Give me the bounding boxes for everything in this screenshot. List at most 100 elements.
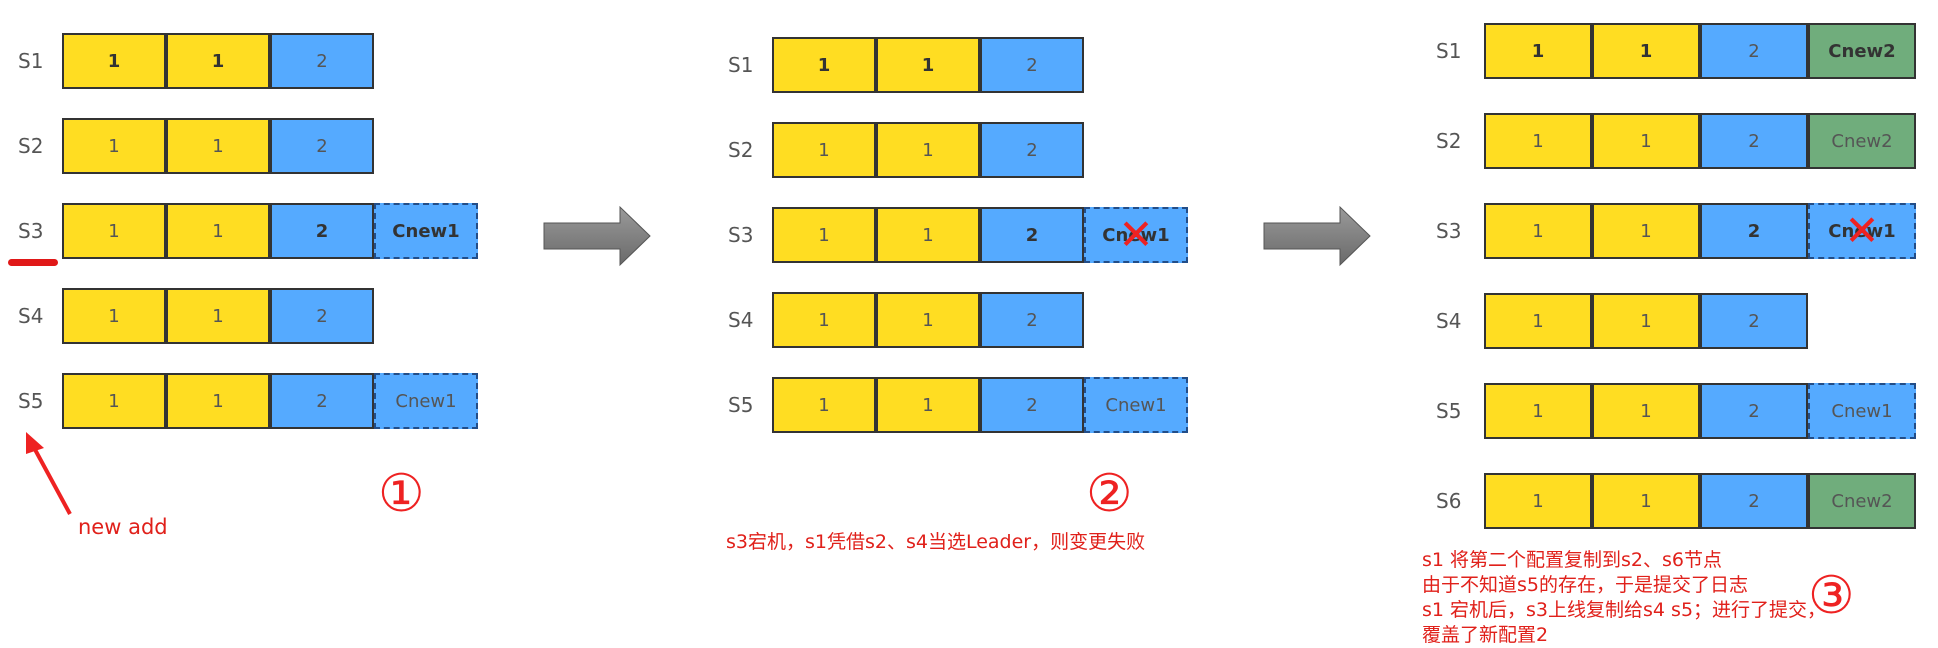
log-entry: 1 (1484, 383, 1592, 439)
server-label: S1 (1436, 39, 1462, 63)
log-entry: 1 (1592, 473, 1700, 529)
log-entry: 1 (1484, 113, 1592, 169)
note-line: s1 将第二个配置复制到s2、s6节点 (1422, 549, 1723, 571)
log-entry: 2 (1700, 203, 1808, 259)
log-entry-text: 2 (1748, 400, 1760, 422)
log-entry-text: 2 (1748, 40, 1760, 62)
log-entry: 2 (980, 207, 1084, 263)
right-block-arrow-icon (543, 205, 651, 267)
log-entry-text: Cnew2 (1828, 40, 1896, 62)
log-entry-text: 2 (315, 220, 329, 242)
log-entry-text: 1 (108, 135, 120, 157)
log-entry: 1 (1484, 473, 1592, 529)
log-entry: 2 (1700, 23, 1808, 79)
log-entry-text: 1 (1532, 400, 1544, 422)
log-entry-text: 1 (922, 309, 934, 331)
log-entry-text: 2 (316, 50, 328, 72)
log-entry-text: 2 (316, 305, 328, 327)
uncommitted-log-entry: Cnew1✕ (1084, 207, 1188, 263)
server-label: S6 (1436, 489, 1462, 513)
log-entry: 1 (772, 122, 876, 178)
server-label: S4 (728, 308, 754, 332)
server-label: S4 (18, 304, 44, 328)
log-entry-text: 1 (818, 224, 830, 246)
log-entry: Cnew2 (1808, 23, 1916, 79)
log-entry-text: 2 (1748, 490, 1760, 512)
log-entry: 1 (166, 203, 270, 259)
log-entry: 1 (166, 373, 270, 429)
log-entry: 1 (772, 207, 876, 263)
log-entry: 2 (270, 373, 374, 429)
log-entry-text: 2 (1026, 309, 1038, 331)
right-block-arrow-icon (1263, 205, 1371, 267)
log-entry-text: 1 (1640, 130, 1652, 152)
log-entry-text: 2 (1026, 394, 1038, 416)
log-entry: 1 (62, 288, 166, 344)
log-entry: 2 (270, 33, 374, 89)
uncommitted-log-entry: Cnew1 (374, 373, 478, 429)
log-entry-text: 1 (211, 50, 225, 72)
log-entry: 1 (1592, 23, 1700, 79)
log-entry: 1 (1592, 293, 1700, 349)
log-entry-text: 1 (922, 394, 934, 416)
server-label: S5 (18, 389, 44, 413)
log-entry-text: 1 (107, 50, 121, 72)
server-label: S1 (728, 53, 754, 77)
log-entry-text: 1 (1531, 40, 1545, 62)
log-entry: 1 (876, 377, 980, 433)
log-entry: 2 (270, 203, 374, 259)
server-label: S3 (18, 219, 44, 243)
leader-underline (8, 259, 58, 266)
log-entry-text: 1 (1532, 130, 1544, 152)
log-entry: Cnew2 (1808, 113, 1916, 169)
log-entry-text: Cnew2 (1831, 130, 1893, 152)
log-entry: 2 (1700, 293, 1808, 349)
log-entry: 1 (166, 33, 270, 89)
log-entry-text: 1 (212, 305, 224, 327)
log-entry-text: 1 (108, 390, 120, 412)
log-entry: 1 (62, 33, 166, 89)
log-entry-text: 2 (316, 135, 328, 157)
step-number-3: ③ (1808, 566, 1855, 626)
step-number-1: ① (378, 464, 425, 524)
note-line: 由于不知道s5的存在，于是提交了日志 (1422, 574, 1748, 596)
log-entry: 1 (772, 37, 876, 93)
log-entry-text: 1 (818, 139, 830, 161)
log-entry-text: 1 (818, 309, 830, 331)
uncommitted-log-entry: Cnew1 (1084, 377, 1188, 433)
log-entry: 2 (980, 122, 1084, 178)
log-entry: 2 (270, 118, 374, 174)
log-entry: 2 (270, 288, 374, 344)
log-entry-text: 1 (817, 54, 831, 76)
log-entry: 2 (980, 292, 1084, 348)
log-entry-text: 1 (1532, 490, 1544, 512)
log-entry-text: 2 (1747, 220, 1761, 242)
log-entry: 1 (166, 288, 270, 344)
log-entry-text: 1 (1640, 490, 1652, 512)
log-entry-text: 2 (1748, 310, 1760, 332)
server-label: S4 (1436, 309, 1462, 333)
log-entry: 1 (1592, 383, 1700, 439)
log-entry: 2 (980, 37, 1084, 93)
step-2-caption: s3宕机，s1凭借s2、s4当选Leader，则变更失败 (726, 531, 1146, 553)
log-entry-text: 2 (1025, 224, 1039, 246)
log-entry: 1 (1592, 113, 1700, 169)
log-entry: 1 (772, 292, 876, 348)
step-number-2: ② (1086, 464, 1133, 524)
log-entry: 1 (876, 122, 980, 178)
log-entry: 1 (876, 292, 980, 348)
log-entry: 2 (1700, 383, 1808, 439)
log-entry: 1 (62, 373, 166, 429)
server-label: S3 (728, 223, 754, 247)
log-entry-text: 1 (1532, 220, 1544, 242)
server-label: S5 (728, 393, 754, 417)
step-3-notes: s1 将第二个配置复制到s2、s6节点 由于不知道s5的存在，于是提交了日志 s… (1422, 548, 1826, 648)
log-entry-text: 1 (818, 394, 830, 416)
note-line: s1 宕机后，s3上线复制给s4 s5；进行了提交， (1422, 599, 1827, 621)
log-entry: 1 (1484, 293, 1592, 349)
log-entry-text: Cnew1 (1105, 394, 1167, 416)
log-entry-text: Cnew1 (1828, 220, 1896, 242)
server-label: S5 (1436, 399, 1462, 423)
log-entry: Cnew2 (1808, 473, 1916, 529)
log-entry-text: 1 (922, 224, 934, 246)
